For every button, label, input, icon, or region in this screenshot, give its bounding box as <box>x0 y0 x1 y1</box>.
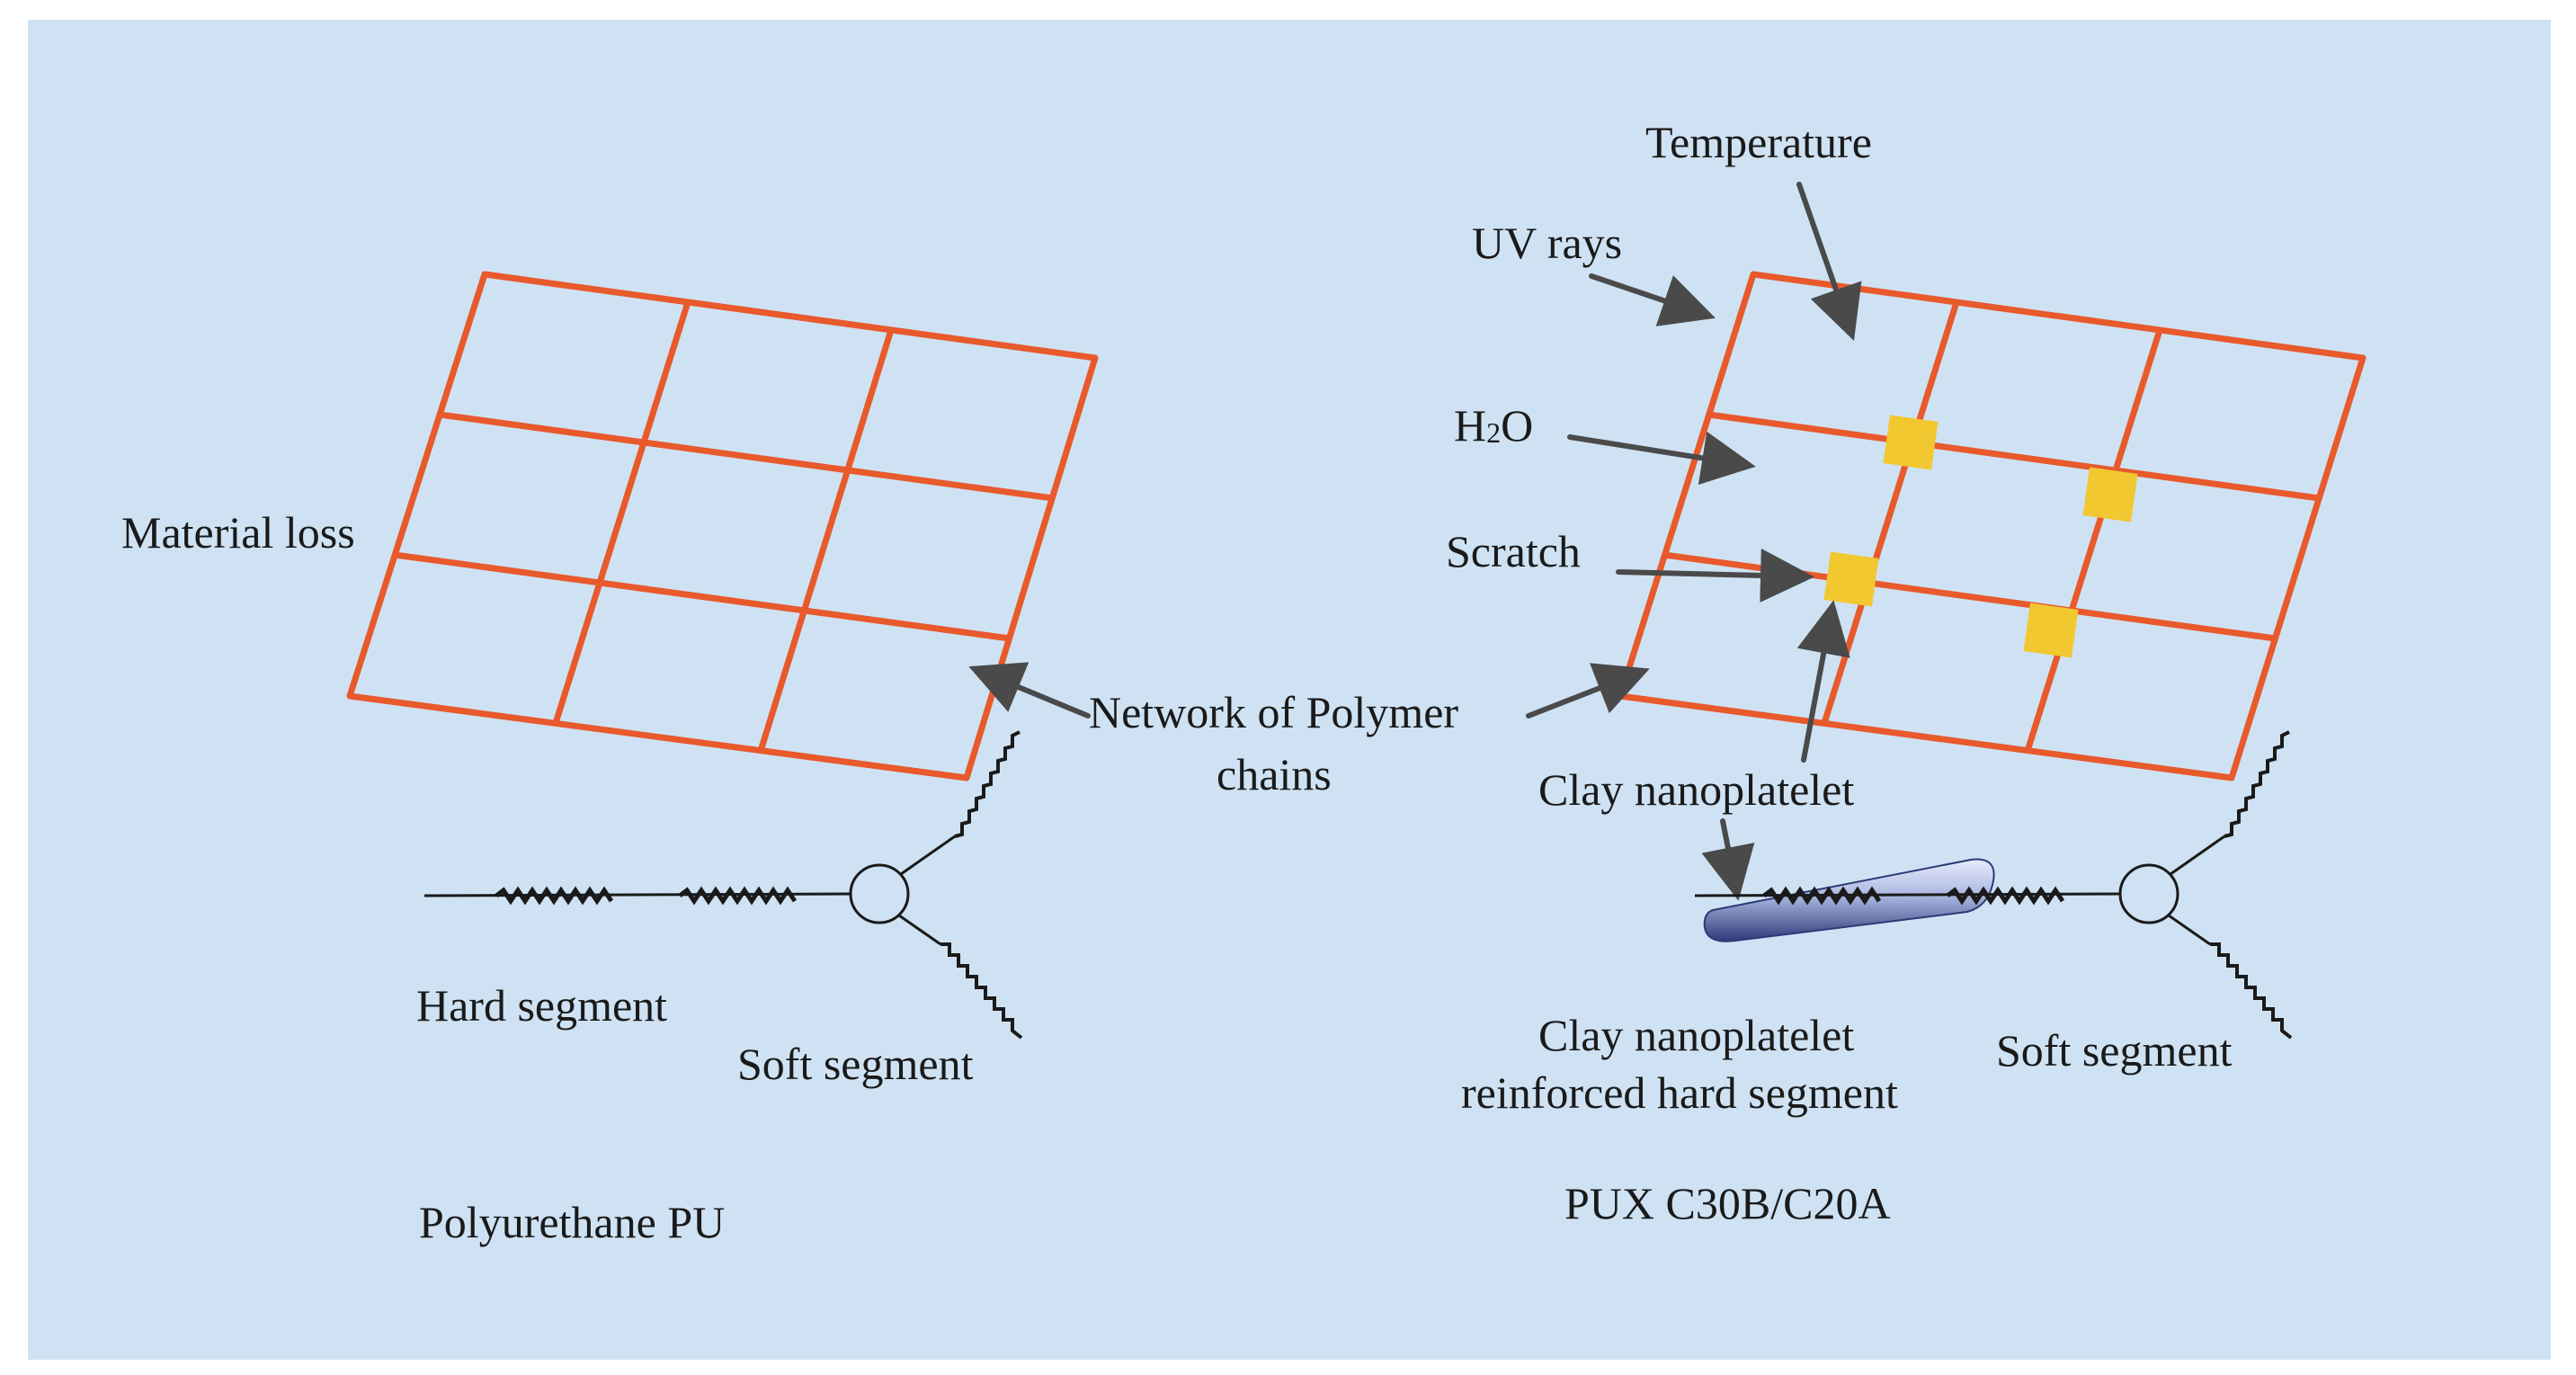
h2o-main: H <box>1454 400 1486 451</box>
clay-reinforced-label-line2: reinforced hard segment <box>1461 1067 1898 1118</box>
soft-segment-zigzag <box>2224 730 2290 838</box>
hard-segment-zigzag <box>495 886 614 906</box>
soft-segment-branch <box>900 835 956 876</box>
left-grid-vline <box>757 328 895 753</box>
soft-segment-branch <box>2170 835 2225 876</box>
nanoplatelet-square <box>1823 551 1879 607</box>
nanoplatelet-square <box>2082 467 2138 522</box>
network-label-line2: chains <box>1217 749 1332 799</box>
right-grid-vline <box>2024 328 2163 753</box>
nanoplatelet-square <box>1883 415 1939 470</box>
hard-segment-zigzag <box>1946 886 2065 906</box>
clay-nanoplatelet-label: Clay nanoplatelet <box>1538 764 1854 815</box>
chain-backbone <box>423 892 851 897</box>
h2o-end: O <box>1501 400 1533 451</box>
soft-segment-zigzag <box>954 730 1021 838</box>
left-grid-hline <box>394 551 1011 642</box>
scratch-label: Scratch <box>1446 526 1581 576</box>
junction-node <box>2118 863 2179 924</box>
hard-segment-label: Hard segment <box>416 980 667 1031</box>
left-grid-hline <box>439 411 1054 502</box>
arrow-temperature <box>1796 182 1862 341</box>
right-grid-hline <box>1663 551 2277 642</box>
arrow-h2o <box>1567 431 1756 486</box>
left-polymer-grid <box>346 271 1099 781</box>
right-grid-vline <box>1821 300 1960 725</box>
soft-segment-branch <box>2168 914 2211 946</box>
left-grid-vline <box>552 300 691 725</box>
arrow-scratch <box>1616 548 1814 603</box>
h2o-subscript: 2 <box>1486 416 1501 449</box>
left-polymer-chain <box>423 730 1023 1040</box>
arrow-to-right-grid <box>1526 663 1650 719</box>
hard-segment-zigzag <box>678 886 798 906</box>
soft-segment-branch <box>898 914 941 946</box>
temperature-label: Temperature <box>1645 117 1872 167</box>
right-grid-hline <box>1707 411 2320 502</box>
material-loss-label: Material loss <box>121 507 355 558</box>
arrow-clay-platelet-body <box>1701 818 1755 901</box>
hard-segment-zigzag <box>1762 886 1882 906</box>
arrow-uv-rays <box>1589 273 1716 326</box>
arrow-to-left-grid <box>968 662 1091 719</box>
annotation-arrows <box>968 182 1862 901</box>
right-grid-outline <box>1617 271 2367 781</box>
nanoplatelet-squares <box>1823 415 2138 658</box>
right-polymer-chain <box>1694 730 2293 1040</box>
nanoplatelet-square <box>2023 603 2079 658</box>
soft-segment-left-label: Soft segment <box>737 1039 974 1089</box>
soft-segment-zigzag <box>2210 942 2293 1040</box>
soft-segment-right-label: Soft segment <box>1996 1025 2233 1076</box>
text-labels: Material loss Temperature UV rays H2O Sc… <box>121 117 2233 1247</box>
junction-node <box>849 863 910 924</box>
caption-polyurethane: Polyurethane PU <box>419 1197 725 1247</box>
soft-segment-zigzag <box>940 942 1023 1040</box>
caption-pux: PUX C30B/C20A <box>1564 1178 1891 1228</box>
arrow-clay-nanoplatelet <box>1796 600 1850 763</box>
clay-reinforced-label-line1: Clay nanoplatelet <box>1538 1010 1854 1060</box>
network-label-line1: Network of Polymer <box>1089 687 1458 737</box>
figure-panel <box>28 20 2551 1360</box>
right-polymer-grid <box>1617 271 2367 781</box>
h2o-label: H2O <box>1454 400 1533 451</box>
uv-rays-label: UV rays <box>1472 218 1622 268</box>
left-grid-outline <box>346 271 1099 781</box>
